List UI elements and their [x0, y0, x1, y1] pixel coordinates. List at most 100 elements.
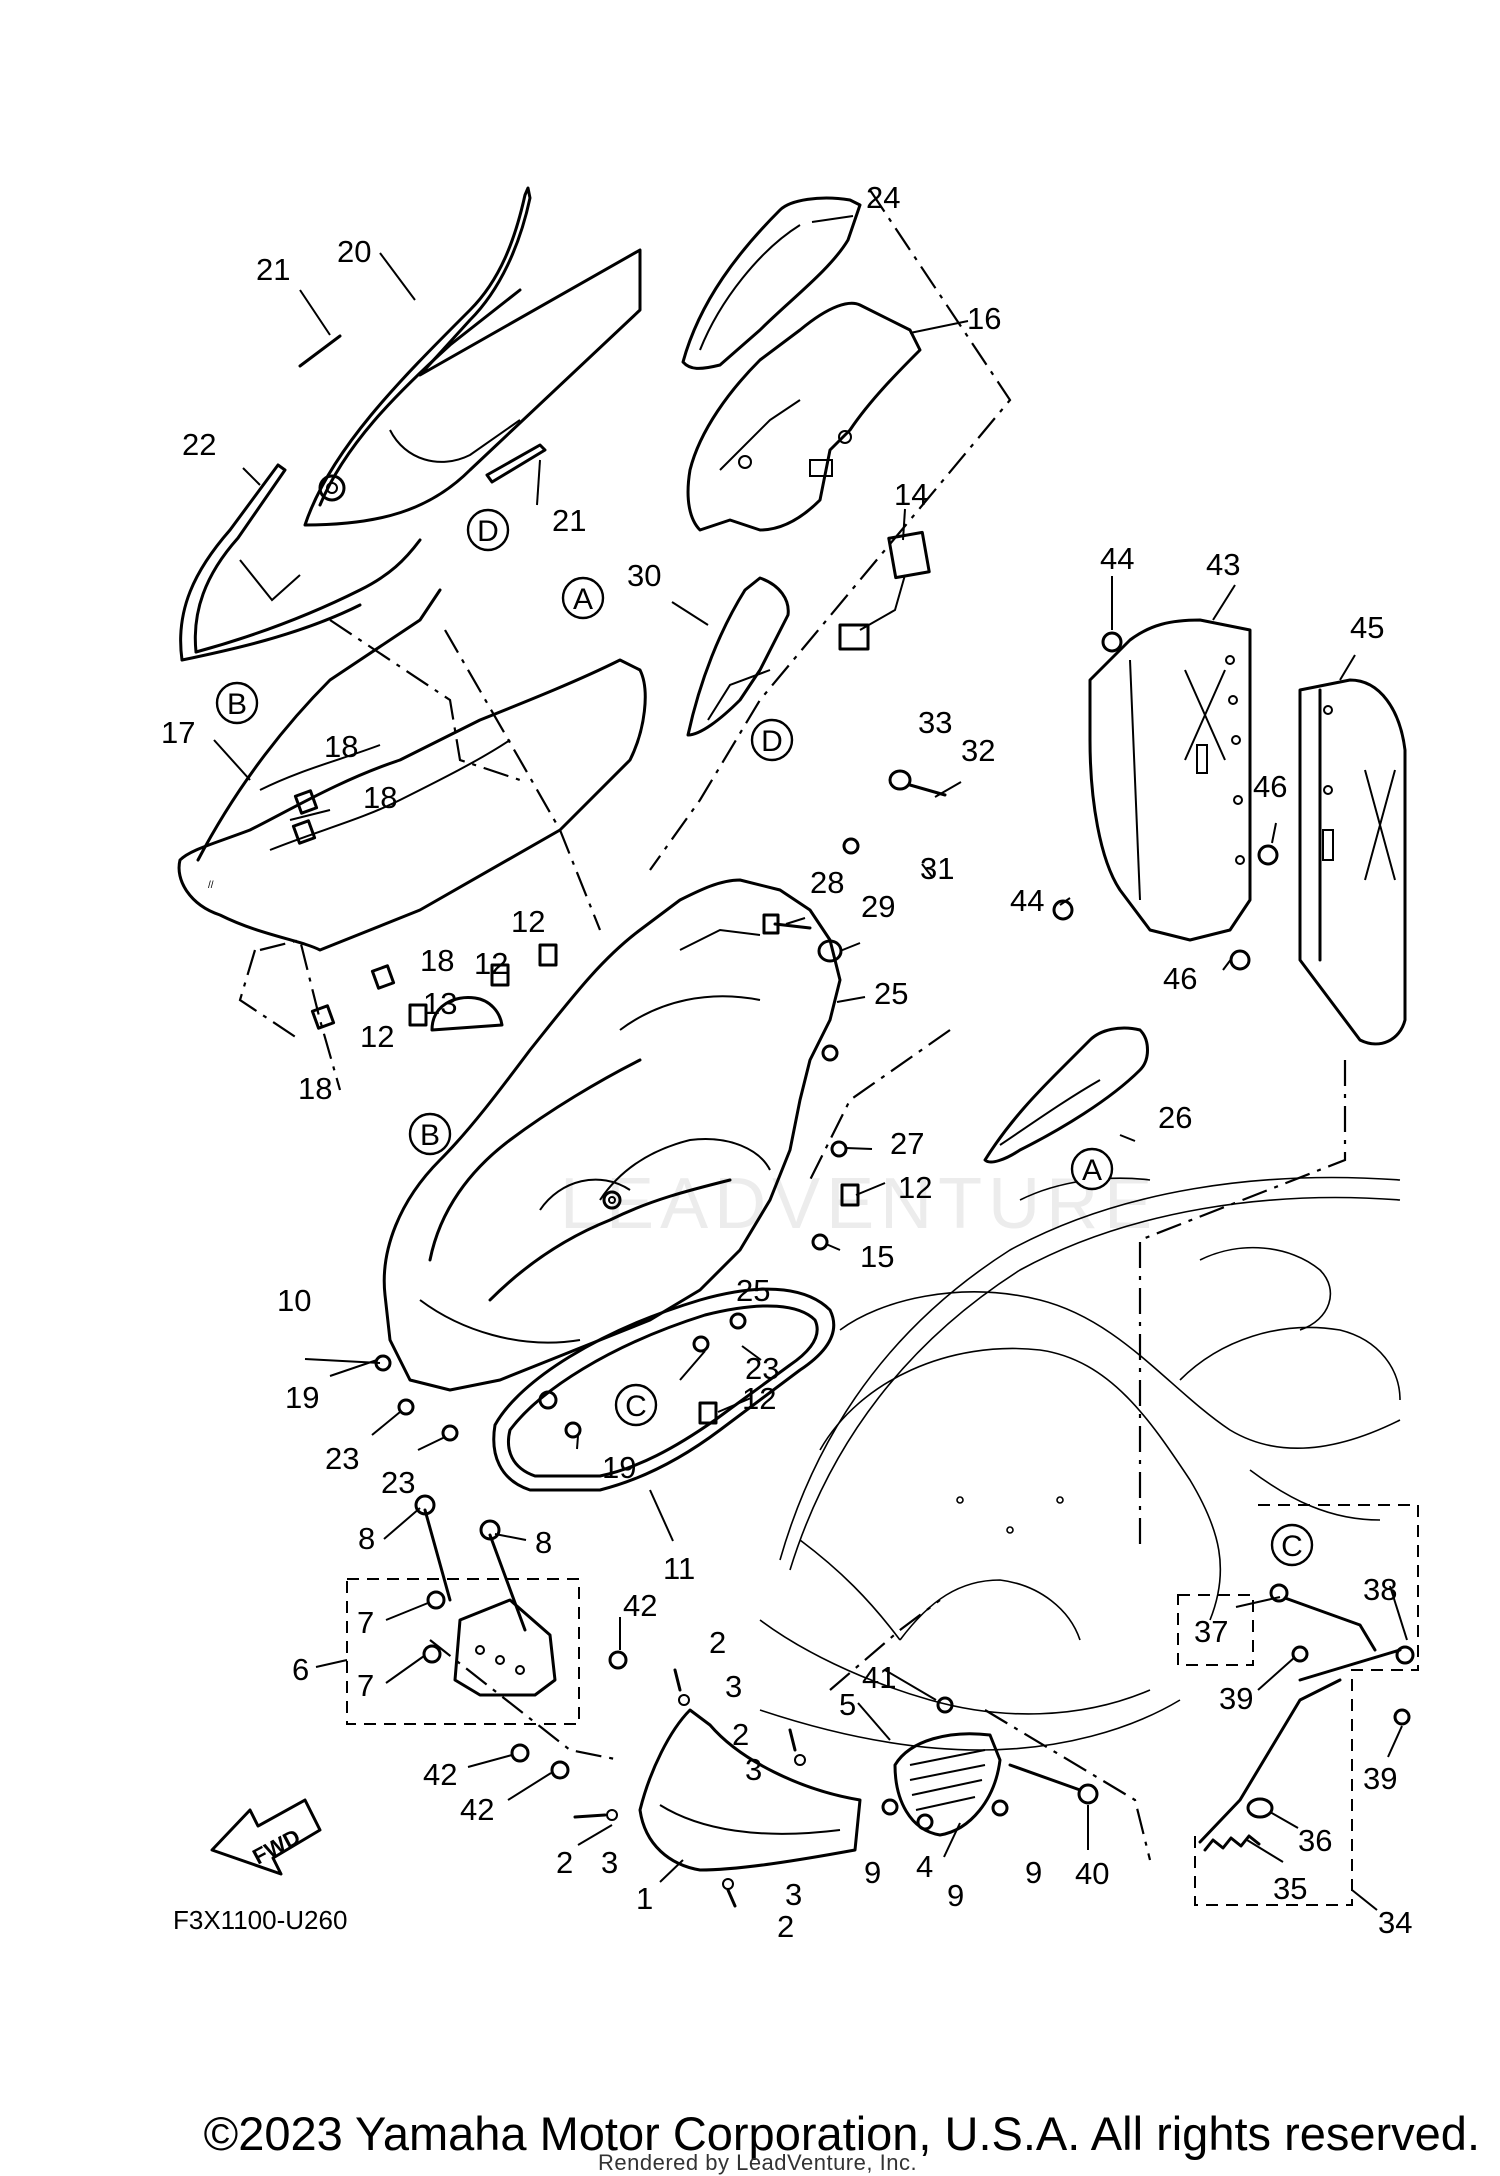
callout-17: 17	[161, 715, 195, 750]
callout-34: 34	[1378, 1905, 1412, 1940]
bracket-37-38-39	[1269, 1583, 1411, 1726]
callout-12a: 12	[511, 904, 545, 939]
bolt-32-washer-33	[888, 769, 947, 797]
copyright-notice: ©2023 Yamaha Motor Corporation, U.S.A. A…	[203, 2107, 1480, 2160]
hull-body	[759, 1176, 1401, 1751]
deck-cover-20	[303, 186, 642, 527]
callout-8a: 8	[358, 1521, 375, 1556]
leader-lines	[213, 215, 1408, 1911]
callout-42c: 42	[460, 1792, 494, 1827]
callout-7a: 7	[357, 1605, 374, 1640]
callout-43: 43	[1206, 547, 1240, 582]
callout-29: 29	[861, 889, 895, 924]
connector-14	[838, 530, 931, 651]
callout-27: 27	[890, 1126, 924, 1161]
cover-26	[983, 1026, 1149, 1164]
callout-2c: 2	[556, 1845, 573, 1880]
callout-21b: 21	[552, 503, 586, 538]
callout-26: 26	[1158, 1100, 1192, 1135]
callout-19a: 19	[285, 1380, 319, 1415]
callout-12c: 12	[360, 1019, 394, 1054]
callout-15: 15	[860, 1239, 894, 1274]
callout-4: 4	[916, 1849, 933, 1884]
callout-6: 6	[292, 1652, 309, 1687]
callout-3c: 3	[601, 1845, 618, 1880]
bolt-40-41-nut-9	[881, 1696, 1099, 1831]
callout-18a: 18	[324, 729, 358, 764]
grip-4	[893, 1732, 1002, 1837]
bolt-7-8	[414, 1494, 527, 1664]
ref-d-2: D	[761, 725, 783, 758]
gas-strut-35-36	[1198, 1645, 1415, 1852]
callout-46b: 46	[1163, 961, 1197, 996]
callout-16: 16	[967, 301, 1001, 336]
callout-1: 1	[636, 1881, 653, 1916]
stripe-21-upper	[298, 334, 342, 368]
ref-c-1: C	[625, 1390, 647, 1423]
fastener-44-46	[1052, 631, 1279, 971]
group-box-34	[1194, 1504, 1419, 1906]
callout-38: 38	[1363, 1572, 1397, 1607]
deck-frame-10	[382, 878, 842, 1410]
callout-36: 36	[1298, 1823, 1332, 1858]
ref-d-1: D	[477, 515, 499, 548]
callout-41: 41	[862, 1660, 896, 1695]
callout-7b: 7	[357, 1668, 374, 1703]
callout-2b: 2	[732, 1717, 749, 1752]
assembly-lines	[238, 189, 1347, 1861]
callout-10: 10	[277, 1283, 311, 1318]
callout-45: 45	[1350, 610, 1384, 645]
callout-31: 31	[920, 851, 954, 886]
callout-9a: 9	[864, 1855, 881, 1890]
callout-2d: 2	[777, 1909, 794, 1944]
callout-3d: 3	[785, 1877, 802, 1912]
seal-11	[492, 1287, 836, 1492]
callout-25b: 25	[736, 1273, 770, 1308]
callout-5: 5	[839, 1687, 856, 1722]
trim-22	[179, 463, 422, 662]
cover-1	[638, 1708, 862, 1872]
callout-19b: 19	[602, 1450, 636, 1485]
bolt-group	[374, 837, 860, 1442]
svg-text://: //	[208, 880, 214, 891]
group-box-37	[1177, 1594, 1254, 1666]
stripe-21-lower	[485, 443, 547, 484]
bracket-12-group	[408, 943, 860, 1425]
callout-39a: 39	[1219, 1681, 1253, 1716]
callout-labels: 1 2 2 2 2 3 3 3 3 4 5 6 7 7 8 8 9 9 9 9 …	[161, 180, 1412, 1944]
callout-37: 37	[1194, 1614, 1228, 1649]
guard-43	[1088, 618, 1252, 942]
callout-12e: 12	[742, 1381, 776, 1416]
bracket-6	[453, 1598, 557, 1697]
nut-42	[510, 1650, 628, 1780]
callout-46a: 46	[1253, 769, 1287, 804]
callout-12b: 12	[474, 946, 508, 981]
ref-b-1: B	[227, 688, 247, 721]
callout-44b: 44	[1010, 883, 1044, 918]
ref-b-2: B	[420, 1119, 440, 1152]
callout-35: 35	[1273, 1871, 1307, 1906]
callout-3b: 3	[745, 1752, 762, 1787]
clip-18-group	[291, 789, 396, 1030]
callout-11: 11	[663, 1551, 695, 1586]
ref-a-1: A	[573, 583, 593, 616]
callout-9b: 9	[947, 1878, 964, 1913]
callout-42a: 42	[623, 1588, 657, 1623]
ref-a-2: A	[1082, 1154, 1102, 1187]
callout-28: 28	[810, 865, 844, 900]
drawing-code: F3X1100-U260	[173, 1905, 347, 1935]
callout-12d: 12	[898, 1170, 932, 1205]
callout-24: 24	[866, 180, 900, 215]
callout-23b: 23	[325, 1441, 359, 1476]
ref-c-2: C	[1281, 1530, 1303, 1563]
callout-18b: 18	[363, 780, 397, 815]
callout-25a: 25	[874, 976, 908, 1011]
callout-21a: 21	[256, 252, 290, 287]
callout-39b: 39	[1363, 1761, 1397, 1796]
callout-33: 33	[918, 705, 952, 740]
cover-30	[686, 576, 790, 737]
callout-30: 30	[627, 558, 661, 593]
callout-44a: 44	[1100, 541, 1134, 576]
rendered-by-credit: Rendered by LeadVenture, Inc.	[598, 2150, 918, 2175]
